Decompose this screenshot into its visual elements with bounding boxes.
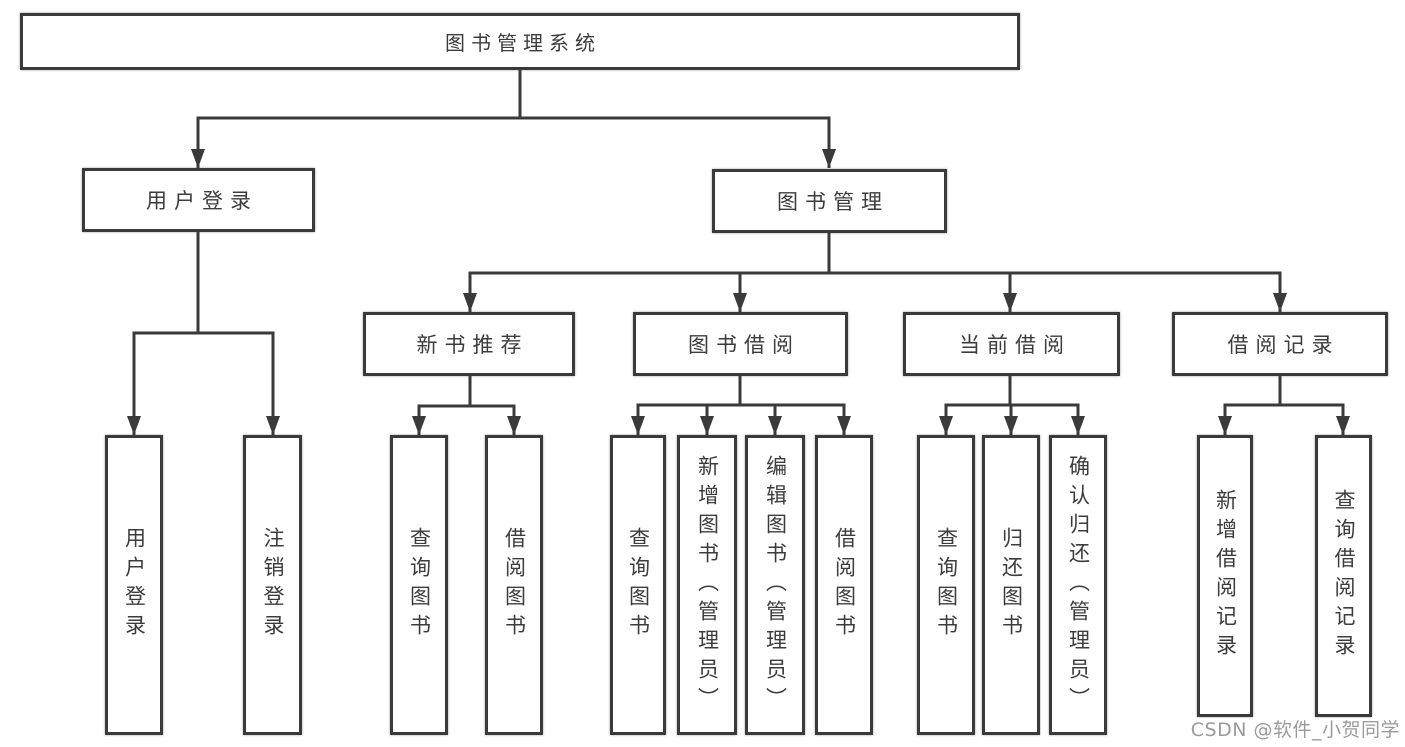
node-new-book-recommend: 新书推荐 [363,312,575,376]
leaf-label: 注销登录 [261,527,285,643]
leaf-query-books-borrowing: 查询图书 [610,435,666,735]
node-library-system: 图书管理系统 [20,13,1020,70]
node-book-borrowing: 图书借阅 [633,312,848,376]
node-label: 当前借阅 [959,333,1071,357]
node-user-login: 用户登录 [82,168,315,232]
node-label: 图书管理 [777,190,889,214]
node-label: 新书推荐 [416,333,529,357]
leaf-add-books-admin: 新增图书（管理员） [677,435,737,735]
node-label: 图书管理系统 [445,31,601,55]
leaf-query-books-recommend: 查询图书 [390,435,448,735]
node-label: 图书借阅 [688,333,800,357]
leaf-label: 确认归还（管理员） [1066,454,1091,716]
leaf-user-login: 用户登录 [105,435,163,735]
leaf-label: 新增图书（管理员） [695,454,720,716]
node-borrow-records: 借阅记录 [1172,312,1388,376]
leaf-label: 用户登录 [122,527,147,643]
leaf-label: 归还图书 [999,527,1024,643]
leaf-borrow-books: 借阅图书 [815,435,873,735]
csdn-watermark: CSDN @软件_小贺同学 [1190,719,1400,741]
leaf-label: 查询图书 [407,527,432,643]
leaf-label: 查询图书 [626,527,651,643]
leaf-label: 查询图书 [934,527,959,643]
node-book-management: 图书管理 [712,169,947,233]
node-label: 借阅记录 [1227,333,1340,357]
leaf-query-books-current: 查询图书 [917,435,975,735]
leaf-label: 编辑图书（管理员） [763,454,788,716]
node-label: 用户登录 [146,189,258,213]
node-current-borrowing: 当前借阅 [903,312,1120,376]
leaf-borrow-books-recommend: 借阅图书 [485,435,543,735]
leaf-edit-books-admin: 编辑图书（管理员） [745,435,805,735]
leaf-add-borrow-record: 新增借阅记录 [1197,435,1253,717]
leaf-confirm-return-admin: 确认归还（管理员） [1049,435,1107,735]
leaf-label: 查询借阅记录 [1332,489,1356,663]
leaf-query-borrow-record: 查询借阅记录 [1315,435,1372,717]
leaf-label: 借阅图书 [832,527,857,643]
leaf-return-books: 归还图书 [982,435,1040,735]
leaf-logout: 注销登录 [243,435,302,735]
leaf-label: 新增借阅记录 [1213,489,1238,663]
leaf-label: 借阅图书 [502,527,527,643]
